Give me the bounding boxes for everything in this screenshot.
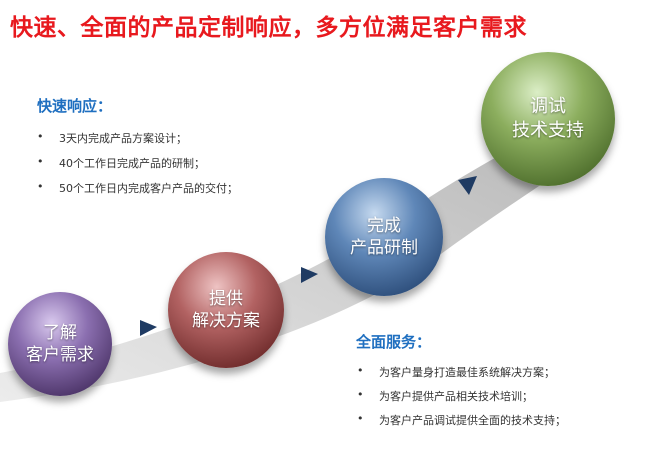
step-ball-understand-needs: 了解 客户需求 <box>8 292 112 396</box>
step-label-line2: 技术支持 <box>512 120 584 141</box>
step-label-line2: 解决方案 <box>192 311 260 331</box>
bullet-icon: • <box>357 364 364 377</box>
bullet-icon: • <box>37 155 44 168</box>
step-label-line1: 调试 <box>530 96 566 117</box>
fast-response-list: • 3天内完成产品方案设计； • 40个工作日完成产品的研制； • 50个工作日… <box>37 130 327 205</box>
step-label-line1: 提供 <box>209 289 243 309</box>
step-label-line2: 产品研制 <box>350 238 418 258</box>
list-item: • 为客户产品调试提供全面的技术支持； <box>357 412 566 427</box>
list-item: • 3天内完成产品方案设计； <box>37 130 187 145</box>
step-ball-debug-support: 调试 技术支持 <box>481 52 615 186</box>
arrow-icon-1 <box>140 320 157 336</box>
step-label-line1: 完成 <box>367 216 401 236</box>
full-service-heading: 全面服务： <box>356 333 432 351</box>
list-item: • 40个工作日完成产品的研制； <box>37 155 205 170</box>
full-service-list: • 为客户量身打造最佳系统解决方案； • 为客户提供产品相关技术培训； • 为客… <box>357 364 637 436</box>
list-item: • 为客户量身打造最佳系统解决方案； <box>357 364 555 379</box>
page-title: 快速、全面的产品定制响应，多方位满足客户需求 <box>10 15 527 41</box>
arrow-icon-3 <box>458 176 477 195</box>
bullet-icon: • <box>357 412 364 425</box>
fast-response-heading: 快速响应： <box>37 97 113 115</box>
bullet-icon: • <box>357 388 364 401</box>
list-item: • 为客户提供产品相关技术培训； <box>357 388 533 403</box>
step-ball-provide-solution: 提供 解决方案 <box>168 252 284 368</box>
step-label-line1: 了解 <box>43 323 77 343</box>
step-label-line2: 客户需求 <box>26 345 94 365</box>
bullet-icon: • <box>37 130 44 143</box>
arrow-icon-2 <box>301 267 318 283</box>
list-item: • 50个工作日内完成客户产品的交付； <box>37 180 238 195</box>
step-ball-complete-development: 完成 产品研制 <box>325 178 443 296</box>
bullet-icon: • <box>37 180 44 193</box>
